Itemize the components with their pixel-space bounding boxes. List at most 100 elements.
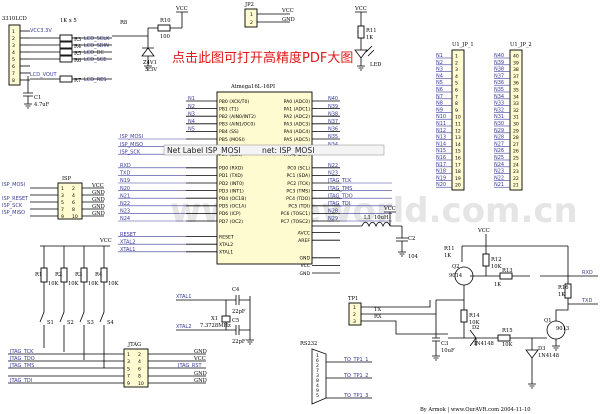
isp-rnet-1: VCC — [91, 183, 104, 189]
lcd-net-vcc: VCC3.3V — [30, 28, 52, 34]
u1jp2-pin: 26 — [513, 149, 519, 155]
lcd-resistor-4 — [59, 75, 73, 83]
mcu-right-net: N39 — [328, 104, 338, 110]
mcu-body — [216, 91, 313, 265]
mcu-right-pin-label: PC3 (TMS) — [286, 188, 310, 194]
jp2-body — [244, 8, 258, 28]
u1jp2-body — [509, 49, 523, 191]
lcd-pin-5: 5 — [12, 57, 15, 63]
mcu-left-net: N19 — [120, 178, 130, 184]
jtag-rnet-2: VCC — [193, 356, 206, 362]
mcu-left-net: N2 — [188, 104, 195, 110]
isp-rnet-2: GND — [92, 190, 105, 196]
isp-rnet-5: GND — [92, 211, 105, 217]
rs232-net-3: TO_TP1_3 — [343, 393, 368, 399]
isp-pin-left: 1 — [61, 186, 64, 192]
isp-pin-left: 7 — [61, 207, 64, 213]
banner-link[interactable]: 点击此图可打开高精度PDF大图 — [172, 50, 353, 66]
jtag-pin-left: 9 — [127, 381, 130, 387]
u1jp1-pin: 16 — [455, 156, 461, 162]
lcd-net-vout: LCD_VOUT — [30, 72, 58, 78]
mcu-left-net: N23 — [120, 209, 130, 215]
mcu-right-net: N36 — [328, 127, 338, 133]
u1jp2-net: N32 — [494, 107, 504, 113]
u1jp1-net: N16 — [436, 155, 446, 161]
isp-pin-right: 10 — [72, 214, 78, 220]
u1jp2-pin: 27 — [513, 142, 519, 148]
lcd-body — [8, 24, 21, 86]
u1jp2-net: N38 — [494, 67, 504, 73]
rs232-pin: 9 — [316, 388, 319, 394]
u1jp1-pin: 5 — [455, 81, 458, 87]
r12-value: 10K — [491, 264, 502, 270]
jtag-rnet-5: GND — [194, 378, 207, 384]
isp-net-reset: ISP_RESET — [2, 196, 29, 202]
r4-label: R4 — [74, 44, 82, 50]
mcu-left-net: ISP_SCK — [120, 149, 141, 155]
c1-value: 4.7uF — [34, 102, 50, 108]
mcu-right-pin-label: PA2 (ADC2) — [284, 114, 311, 120]
u1jp2-pin: 39 — [513, 60, 519, 66]
u1jp2-pin: 38 — [513, 67, 519, 73]
u1jp2-ref: U1_JP_2 — [510, 42, 532, 48]
r7-label: R7 — [74, 78, 81, 84]
jtag-pin-left: 1 — [127, 352, 130, 358]
u1jp2-net: N30 — [494, 121, 504, 127]
u1jp2-pin: 22 — [513, 176, 519, 182]
jtag-pin-left: 3 — [127, 359, 130, 365]
c5-label: C5 — [232, 318, 239, 324]
r17-value: 1K — [444, 253, 451, 259]
tp1-tx: TX — [374, 307, 381, 313]
jtag-pin-right: 8 — [138, 374, 141, 380]
mcu-left-pin-label: PD7 (OC2) — [219, 219, 243, 225]
mcu-left-net: N22 — [120, 201, 130, 207]
u1jp1-pin: 2 — [455, 60, 458, 66]
tp1-pin-3: 3 — [353, 319, 356, 325]
u1jp1-ref: U1_JP_1 — [452, 42, 474, 48]
level-shifter: VCC R12 10K Q2 9014 R13 1K R14 10K D2 IN… — [380, 228, 598, 389]
mcu-right-net: N22 — [328, 163, 338, 169]
c2-label: C2 — [408, 236, 415, 242]
lcd-net-sce: LCD_SCE — [84, 57, 106, 63]
lcd-resistors — [30, 34, 112, 83]
r10-value: 100 — [160, 34, 170, 40]
key-r1: R1 — [35, 272, 42, 278]
mcu-right-pin-label: PA3 (ADC3) — [284, 122, 311, 128]
jtag-rnet-1: GND — [194, 349, 207, 355]
rs232-pin: 3 — [316, 373, 319, 379]
mcu-left-net: RXD — [120, 163, 131, 169]
mcu-left-net: N3 — [188, 111, 195, 117]
r13-value: 1K — [494, 282, 501, 288]
isp-rnet-4: GND — [92, 204, 105, 210]
u1jp1-pin: 3 — [455, 67, 458, 73]
d2-value: IN4148 — [474, 341, 494, 347]
avcc-filter: L1 10uH VCC C2 104 — [312, 206, 419, 260]
r17-label: R11 — [444, 246, 455, 252]
u1jp1-pin: 1 — [455, 54, 458, 60]
isp-net-miso: ISP_MISO — [2, 210, 25, 216]
mcu-left-pin-label: PB1 (T1) — [219, 106, 239, 112]
lcd-pin-3: 3 — [12, 43, 15, 49]
jtag-pin-left: 7 — [127, 374, 130, 380]
u1jp1-pin: 13 — [455, 135, 461, 141]
u1jp1-net: N8 — [436, 101, 443, 107]
mcu-right-net: N35 — [328, 134, 338, 140]
jtag-pin-right: 4 — [138, 359, 141, 365]
u1jp1-net: N20 — [436, 182, 446, 188]
isp-rnet-3: GND — [92, 197, 105, 203]
key-r4: R4 — [95, 272, 103, 278]
jtag-net-tck: JTAG_TCK — [9, 349, 34, 355]
d2-label: D2 — [472, 325, 479, 331]
lcd-pin-4: 4 — [12, 50, 15, 56]
mcu-left-pin-label: PD4 (OC1B) — [219, 196, 246, 202]
jp2-header: JP2 1 2 VCC GND — [244, 2, 295, 28]
u1jp1-pin: 9 — [455, 108, 458, 114]
jtag-pin-left: 5 — [127, 366, 130, 372]
r16-label: R16 — [558, 285, 569, 291]
c3-value: 10uF — [441, 348, 455, 354]
xtal-net-2: XTAL2 — [176, 324, 191, 330]
key-r2: R2 — [55, 272, 62, 278]
